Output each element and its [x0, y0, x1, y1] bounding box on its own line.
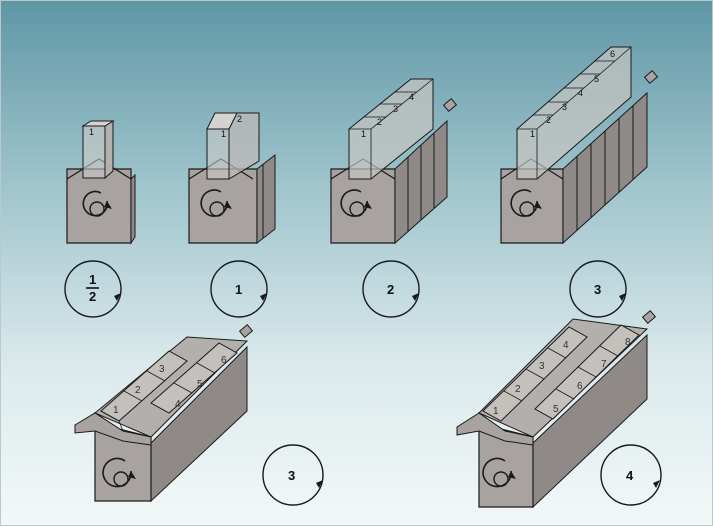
- cylinder-label: 5: [197, 379, 203, 390]
- shaft-stub: [645, 71, 658, 84]
- revolution-label: 3: [288, 468, 295, 483]
- cylinder-label: 6: [610, 49, 615, 59]
- cylinder-label: 1: [361, 129, 366, 139]
- revolution-indicator-v8: 4: [601, 445, 661, 505]
- revolution-label: 1: [235, 282, 242, 297]
- revolution-fraction-numerator: 1: [89, 272, 96, 287]
- shaft-stub: [444, 99, 457, 112]
- engine-block-side: [131, 175, 135, 243]
- engine-block-front: [67, 169, 131, 243]
- cylinder-label: 7: [601, 359, 607, 370]
- engine-v6: 1 2 3 4 5 6: [75, 325, 252, 501]
- revolution-label: 3: [594, 282, 601, 297]
- cylinder-label: 1: [89, 127, 94, 137]
- cylinder-label: 8: [625, 337, 631, 348]
- cylinder-label: 2: [515, 384, 521, 395]
- revolution-fraction-denominator: 2: [89, 289, 96, 304]
- engine-block-side: [257, 155, 275, 243]
- cylinder-label: 6: [577, 381, 583, 392]
- cylinder-label: 1: [530, 129, 535, 139]
- cylinder-label: 4: [578, 88, 583, 98]
- revolution-label: 4: [626, 468, 634, 483]
- engine-inline-4: 1 2 3 4: [331, 79, 456, 243]
- engine-inline-6: 1 2 3 4 5 6: [501, 47, 657, 243]
- revolution-indicator-inline-4: 2: [363, 261, 419, 317]
- cylinder-label: 5: [553, 404, 559, 415]
- cylinder-label: 1: [493, 406, 499, 417]
- engine-block-front: [501, 169, 563, 243]
- cylinder-label: 2: [377, 117, 382, 127]
- cylinder-label: 3: [562, 102, 567, 112]
- cylinder-label: 6: [221, 355, 227, 366]
- cylinder-label: 3: [393, 104, 398, 114]
- cylinder-label: 2: [237, 114, 242, 124]
- cylinder-label: 4: [563, 340, 569, 351]
- engine-inline-1: 1: [67, 121, 135, 243]
- revolution-indicator-v6: 3: [263, 445, 323, 505]
- cylinder-label: 5: [594, 74, 599, 84]
- revolution-indicator-inline-2: 1: [211, 261, 267, 317]
- revolution-indicator-inline-6: 3: [570, 261, 626, 317]
- revolution-indicator-inline-1: 1 2: [65, 261, 121, 317]
- cylinder-label: 1: [221, 129, 226, 139]
- cylinder-label: 1: [113, 405, 119, 416]
- cylinder-box-side: [105, 121, 113, 178]
- cylinder-label: 3: [159, 364, 165, 375]
- shaft-stub: [240, 325, 253, 338]
- cylinder-label: 2: [546, 115, 551, 125]
- engine-inline-2: 1 2: [189, 113, 275, 243]
- revolution-label: 2: [387, 282, 394, 297]
- cylinder-label: 3: [539, 361, 545, 372]
- cylinder-label: 4: [409, 92, 414, 102]
- cylinder-label: 2: [135, 385, 141, 396]
- shaft-stub: [643, 311, 656, 324]
- cylinder-label: 4: [175, 399, 181, 410]
